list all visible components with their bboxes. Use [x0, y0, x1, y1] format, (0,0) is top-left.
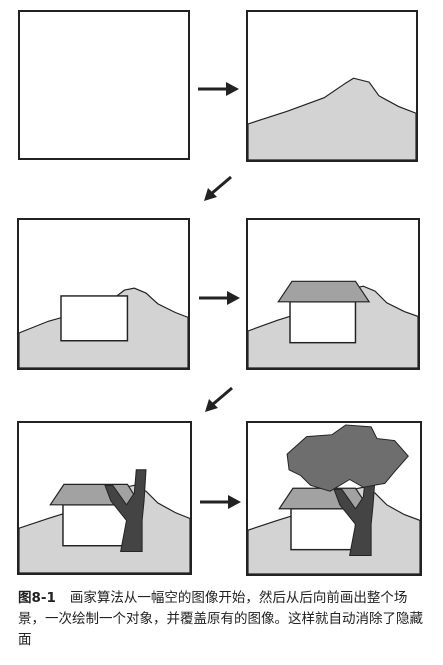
panel-empty-canvas: [18, 10, 190, 160]
caption-text: 画家算法从一幅空的图像开始，然后从后向前画出整个场景，一次绘制一个对象，并覆盖原…: [18, 590, 423, 648]
panel-tree-trunk: [17, 421, 192, 575]
arrow-down-left-icon: [200, 174, 234, 204]
house-wall: [289, 301, 357, 344]
house-wall: [60, 295, 129, 342]
house-wall: [62, 504, 129, 547]
arrow-right-icon: [197, 289, 241, 307]
arrow-right-icon: [196, 80, 240, 98]
house-roof: [277, 280, 371, 303]
panel-mountain: [246, 10, 418, 162]
house-roof: [49, 483, 142, 506]
house-roof: [278, 487, 371, 510]
arrow-right-icon: [198, 493, 242, 511]
tree-canopy: [286, 424, 409, 492]
panel-house-wall: [17, 218, 190, 370]
tree-trunk: [104, 469, 147, 553]
tree-trunk: [333, 477, 376, 556]
panel-house-roof: [246, 218, 420, 370]
house-wall: [290, 507, 357, 551]
panel-full-scene: [246, 421, 422, 576]
arrow-down-left-icon: [201, 385, 235, 415]
figure-label: 图8-1: [18, 590, 56, 606]
mountain-shape: [248, 77, 416, 160]
